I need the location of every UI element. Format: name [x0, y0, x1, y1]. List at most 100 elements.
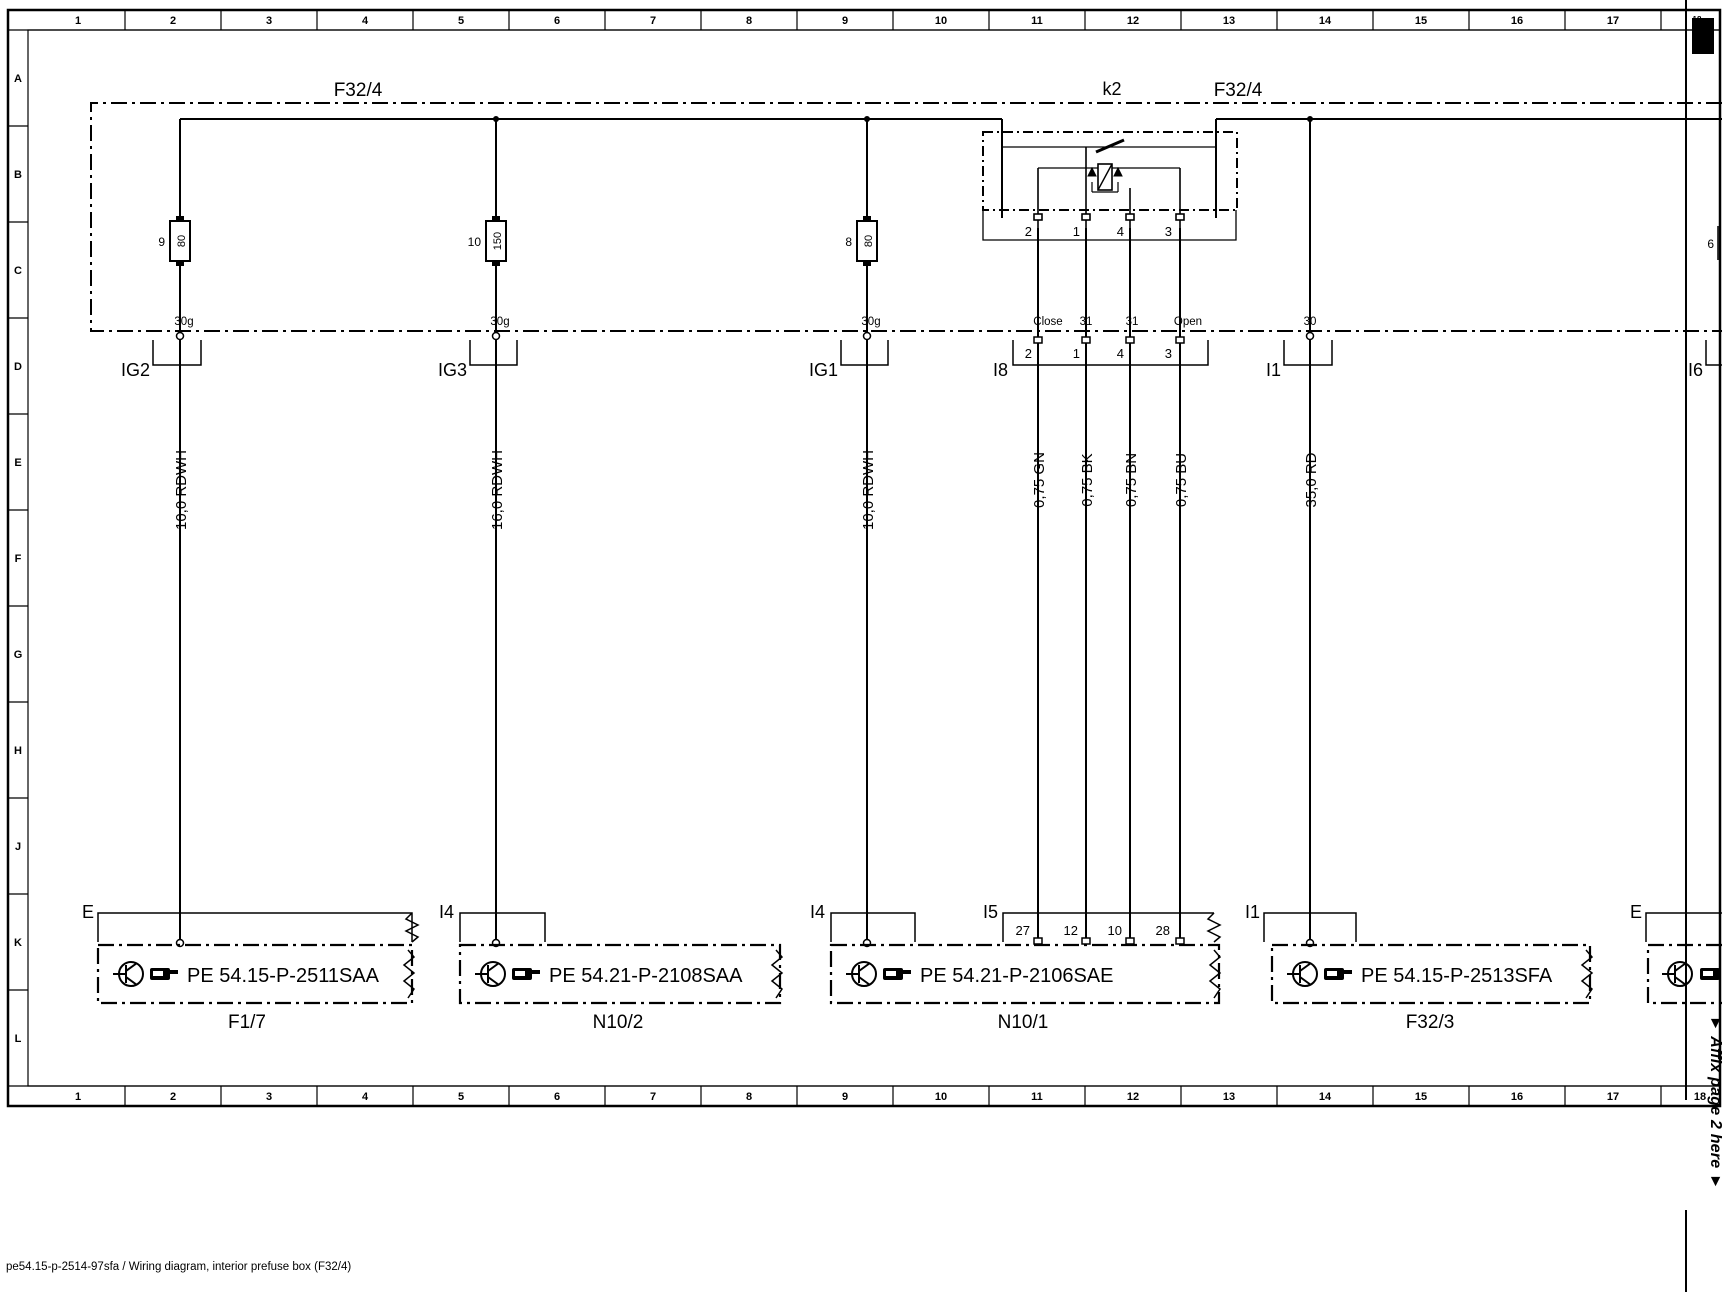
- connector-label: I4: [439, 902, 454, 922]
- row-letter: F: [15, 553, 22, 565]
- column-numbers-bottom: 1 2 3 4 5 6 7 8 9 10 11 12 13 14 15 16 1…: [75, 1091, 1706, 1103]
- i8-pin-labels: 2 1 4 3: [1025, 346, 1172, 361]
- row-letter: D: [14, 361, 22, 373]
- column-number: 10: [935, 1091, 947, 1103]
- drawing-frame: [6, 8, 1722, 1108]
- lower-connectors: [97, 912, 1722, 942]
- module-reference: PE 54.21-P-2106SAE: [846, 961, 1113, 987]
- prefuse-box-outline: [90, 102, 1722, 332]
- module-ref-text: PE 54.21-P-2108SAA: [549, 965, 743, 987]
- pointing-hand-icon: [1324, 968, 1352, 980]
- fuse-rating: 80: [863, 235, 875, 247]
- row-letter: J: [15, 841, 21, 853]
- connector-label: I1: [1245, 902, 1260, 922]
- terminal-label: 30: [1304, 316, 1317, 328]
- column-number: 6: [554, 15, 560, 27]
- wire-label: 10,0 RDWH: [173, 450, 190, 530]
- i5-pin-labels: 27 12 10 28: [1016, 923, 1170, 938]
- wire-label: 0,75 BK: [1079, 453, 1096, 506]
- column-number: 8: [746, 15, 752, 27]
- column-number: 7: [650, 1091, 656, 1103]
- connector-pin: 4: [1117, 346, 1124, 361]
- column-number: 17: [1607, 1091, 1619, 1103]
- connector-pin: 3: [1165, 346, 1172, 361]
- module-ref-text: PE 54.15-P-2513SFA: [1361, 965, 1553, 987]
- column-number: 3: [266, 1091, 272, 1103]
- column-number: 13: [1223, 15, 1235, 27]
- transistor-symbol-icon: [475, 961, 506, 987]
- column-number: 14: [1319, 1091, 1332, 1103]
- transistor-symbol-icon: [846, 961, 877, 987]
- row-letter: E: [14, 457, 21, 469]
- connector-pin: 1: [1073, 346, 1080, 361]
- column-number: 11: [1031, 1091, 1043, 1103]
- row-letter: L: [15, 1033, 22, 1045]
- row-letter: C: [14, 265, 22, 277]
- fuse-rating: 150: [492, 232, 504, 250]
- relay-pin: 1: [1073, 224, 1080, 239]
- upper-connector-labels: IG2 IG3 IG1 I8 I1 I6: [121, 360, 1703, 380]
- relay-pin-connectors: [1033, 213, 1185, 221]
- pointing-hand-icon: [150, 968, 178, 980]
- column-number: 2: [170, 1091, 176, 1103]
- column-number: 13: [1223, 1091, 1235, 1103]
- terminal-label: Close: [1033, 316, 1062, 328]
- transistor-symbol-icon: [1287, 961, 1318, 987]
- row-letter: H: [14, 745, 22, 757]
- affix-note: ▼ Affix page 2 here ▼: [1707, 1015, 1722, 1191]
- spring-break-icon: [404, 912, 1222, 943]
- column-number: 18: [1694, 1091, 1706, 1103]
- terminal-labels: 30g 30g 30g Close 31 31 Open 30: [174, 316, 1316, 328]
- relay-pin-labels: 2 1 4 3: [1025, 224, 1172, 239]
- prefuse-box-label: F32/4: [1214, 80, 1263, 101]
- row-ticks: [8, 125, 28, 991]
- connector-pin: 12: [1064, 923, 1078, 938]
- column-number: 9: [842, 1091, 848, 1103]
- terminal-label: Open: [1174, 316, 1202, 328]
- column-number: 4: [362, 15, 369, 27]
- wire-label: 35,0 RD: [1303, 452, 1320, 507]
- connector-pin: 27: [1016, 923, 1030, 938]
- fuse: 80 8: [845, 216, 878, 266]
- column-number: 14: [1319, 15, 1332, 27]
- column-number: 1: [75, 15, 81, 27]
- row-letters: A B C D E F G H J K L: [14, 73, 23, 1045]
- column-number: 12: [1127, 15, 1139, 27]
- connector-label: IG3: [438, 360, 467, 380]
- column-number: 7: [650, 15, 656, 27]
- upper-connectors: [152, 340, 1722, 366]
- row-letter: G: [14, 649, 23, 661]
- transistor-symbol-icon: [113, 961, 144, 987]
- connector-label: E: [82, 902, 94, 922]
- lower-connector-labels: E I4 I4 I5 I1 E: [82, 902, 1642, 922]
- column-number: 17: [1607, 15, 1619, 27]
- pointing-hand-icon: [883, 968, 911, 980]
- column-number: 11: [1031, 15, 1043, 27]
- column-number: 12: [1127, 1091, 1139, 1103]
- pointing-hand-icon: [512, 968, 540, 980]
- partial-pin-label: 6: [1707, 237, 1714, 251]
- page-marker: [1692, 18, 1714, 54]
- relay-pin: 4: [1117, 224, 1124, 239]
- wire-label: 0,75 GN: [1031, 452, 1048, 508]
- transistor-symbol-icon: [1662, 961, 1693, 987]
- prefuse-box-label: F32/4: [334, 80, 383, 101]
- terminal-label: 31: [1080, 316, 1093, 328]
- module-reference: PE 54.15-P-2513SFA: [1287, 961, 1553, 987]
- wire-label: 0,75 BU: [1173, 453, 1190, 507]
- module-ref-text: PE 54.21-P-2106SAE: [920, 965, 1113, 987]
- connector-pin: 2: [1025, 346, 1032, 361]
- connector-pin: 28: [1156, 923, 1170, 938]
- terminal-label: 30g: [174, 316, 193, 328]
- fuse-pin: 9: [158, 235, 165, 249]
- fuse-rating: 80: [176, 235, 188, 247]
- relay-label: k2: [1102, 79, 1121, 99]
- pointing-hand-icon: [1700, 968, 1720, 980]
- relay-coil-icon: [1087, 163, 1123, 193]
- connector-pin: 10: [1108, 923, 1122, 938]
- row-letter: A: [14, 73, 22, 85]
- connector-label: I5: [983, 902, 998, 922]
- terminal-label: 31: [1126, 316, 1139, 328]
- column-number: 15: [1415, 1091, 1427, 1103]
